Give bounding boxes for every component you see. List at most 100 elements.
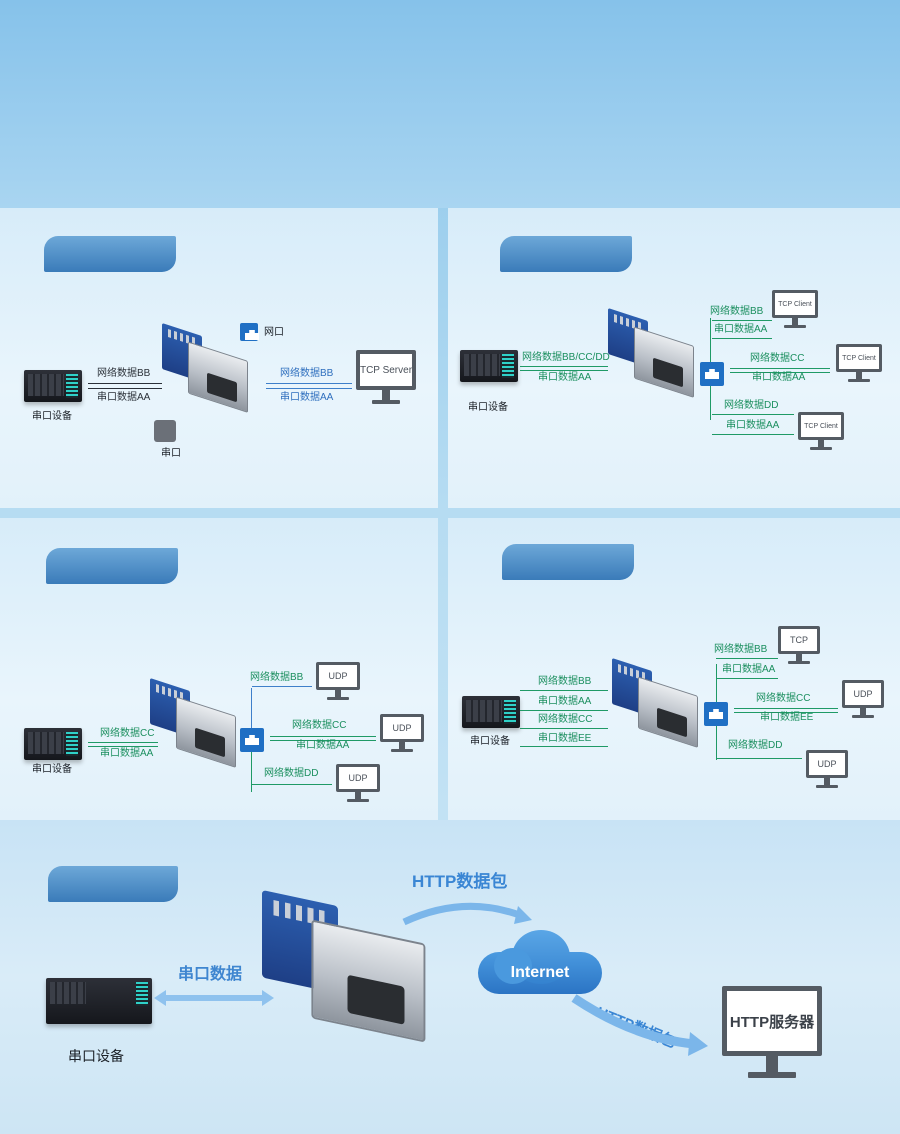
udp1-label: UDP [842, 680, 884, 708]
arrow-line [734, 708, 838, 709]
r1-top-label: 网络数据BB [714, 644, 768, 655]
connector-line [716, 726, 717, 760]
serial-device-icon [460, 350, 518, 382]
arrow-line [270, 740, 376, 741]
arrow-line [88, 742, 158, 743]
r2-top-label: 网络数据CC [756, 693, 811, 704]
serial-device-icon [462, 696, 520, 728]
panel-mixed: 串口设备 网络数据BB 串口数据AA 网络数据CC 串口数据EE 网络数据BB … [448, 518, 900, 820]
udp1-label: UDP [316, 662, 360, 690]
arrow-line [88, 388, 162, 389]
arrow-line [520, 746, 608, 747]
net-port-label: 网口 [264, 327, 284, 338]
tcp-server-label: TCP Server [356, 350, 416, 390]
arrow-line [712, 320, 772, 321]
arrow-line [730, 368, 830, 369]
curved-arrow-icon [402, 902, 532, 926]
serial-data-label: 串口数据 [178, 966, 243, 983]
section-tag [44, 236, 176, 272]
panel-tcp-server: 串口设备 网络数据BB 串口数据AA 网口 串口 网络数据BB 串口数据AA T… [0, 208, 438, 508]
label-left-bottom: 串口数据AA [97, 392, 151, 403]
arrow-line [88, 746, 158, 747]
serial-device-label: 串口设备 [32, 411, 72, 422]
serial-device-label: 串口设备 [470, 736, 510, 747]
arrow-line [252, 686, 312, 687]
arrow-line [520, 370, 608, 371]
l2-label: 串口数据AA [538, 696, 592, 707]
http-server-label: HTTP服务器 [722, 986, 822, 1056]
connector-line [251, 752, 252, 792]
arrow-line [520, 710, 608, 711]
tcp-label: TCP [778, 626, 820, 654]
arrow-line [520, 690, 608, 691]
arrow-line [270, 736, 376, 737]
c3-top-label: 网络数据DD [724, 400, 779, 411]
r3-top-label: 网络数据DD [728, 740, 783, 751]
section-tag [46, 548, 178, 584]
http-top-label: HTTP数据包 [412, 872, 508, 891]
connector-line [710, 318, 711, 362]
l4-label: 串口数据EE [538, 733, 592, 744]
arrow-line [734, 712, 838, 713]
curved-arrow-icon [571, 994, 708, 1056]
l3-label: 网络数据CC [538, 714, 593, 725]
arrow-line [716, 758, 802, 759]
u2-top-label: 网络数据CC [292, 720, 347, 731]
connector-line [710, 386, 711, 420]
switch-icon [704, 702, 728, 726]
u3-top-label: 网络数据DD [264, 768, 319, 779]
udp2-label: UDP [380, 714, 424, 742]
internet-label: Internet [510, 964, 570, 981]
arrow-line [730, 372, 830, 373]
label-right-bottom: 串口数据AA [280, 392, 334, 403]
arrow-line [716, 678, 778, 679]
panel-udp: 串口设备 网络数据CC 串口数据AA 网络数据BB 网络数据CC 串口数据AA … [0, 518, 438, 820]
r2-bottom-label: 串口数据EE [760, 712, 814, 723]
udp3-label: UDP [336, 764, 380, 792]
u1-top-label: 网络数据BB [250, 672, 304, 683]
arrow-line [716, 658, 778, 659]
serial-device-label: 串口设备 [32, 764, 72, 775]
serial-device-icon [24, 728, 82, 760]
serial-port-icon [154, 420, 176, 442]
serial-device-label: 串口设备 [68, 1048, 124, 1064]
client1-label: TCP Client [772, 290, 818, 318]
r1-bottom-label: 串口数据AA [722, 664, 776, 675]
cloud-icon: Internet [478, 928, 602, 994]
client3-label: TCP Client [798, 412, 844, 440]
switch-icon [700, 362, 724, 386]
arrow-line [712, 434, 794, 435]
label-left-top: 网络数据CC [100, 728, 155, 739]
arrow-line [520, 366, 608, 367]
connector-line [251, 688, 252, 728]
arrow-line [266, 383, 352, 384]
arrow-line [252, 784, 332, 785]
section-tag [502, 544, 634, 580]
serial-device-icon [24, 370, 82, 402]
section-tag [48, 866, 178, 902]
label-left-top: 网络数据BB/CC/DD [522, 352, 610, 363]
panel-http: 串口设备 串口数据 HTTP数据包 Internet HTTP数据包 HTTP服… [0, 820, 900, 1134]
hero-banner [0, 0, 900, 208]
panel-tcp-client: 串口设备 网络数据BB/CC/DD 串口数据AA 网络数据BB 串口数据AA 网… [448, 208, 900, 508]
arrow-line [712, 414, 794, 415]
c1-top-label: 网络数据BB [710, 306, 764, 317]
arrow-line [712, 338, 772, 339]
label-right-top: 网络数据BB [280, 368, 334, 379]
serial-device-label: 串口设备 [468, 402, 508, 413]
arrow-line [266, 388, 352, 389]
c3-bottom-label: 串口数据AA [726, 420, 780, 431]
label-left-top: 网络数据BB [97, 368, 151, 379]
switch-icon [240, 728, 264, 752]
arrow-line [88, 383, 162, 384]
serial-device-icon [46, 978, 152, 1024]
c2-top-label: 网络数据CC [750, 353, 805, 364]
label-left-bottom: 串口数据AA [100, 748, 154, 759]
u2-bottom-label: 串口数据AA [296, 740, 350, 751]
connector-line [716, 664, 717, 702]
section-tag [500, 236, 632, 272]
serial-port-label: 串口 [161, 448, 181, 459]
arrow-line [520, 728, 608, 729]
l1-label: 网络数据BB [538, 676, 592, 687]
client2-label: TCP Client [836, 344, 882, 372]
